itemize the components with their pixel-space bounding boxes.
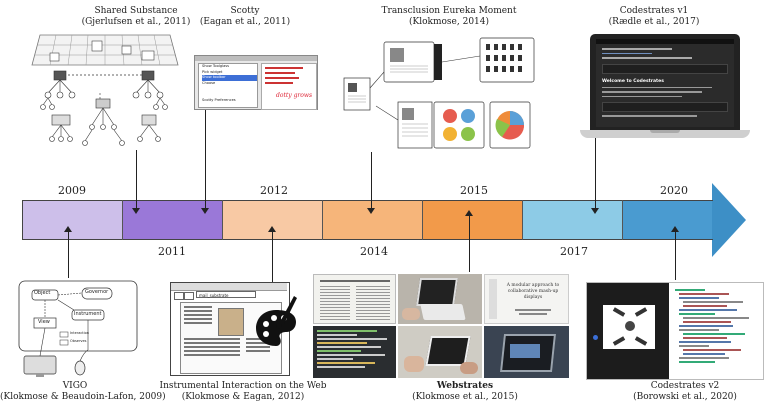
year-label-2012: 2012 bbox=[260, 184, 288, 197]
shared-substance-illustration bbox=[31, 34, 179, 146]
transclusion-illustration bbox=[343, 37, 535, 149]
caption-citation: (Rædle et al., 2017) bbox=[608, 17, 700, 27]
caption-title: Webstrates bbox=[436, 381, 494, 391]
codestrates-v1-screen: Welcome to Codestrates bbox=[596, 39, 734, 127]
scotty-menu-item: Show Toolglass bbox=[202, 64, 230, 68]
scotty-screenshot: Show Toolglass Pick widget Show toolbar … bbox=[194, 55, 318, 110]
caption-codestrates-v2: Codestrates v2 (Borowski et al., 2020) bbox=[610, 381, 760, 403]
vigo-diagram: Object Governor Instrument View Interact… bbox=[18, 280, 138, 380]
vigo-object-label: Object bbox=[34, 290, 51, 296]
year-label-2009: 2009 bbox=[58, 184, 86, 197]
vigo-observes-label: Observes bbox=[70, 339, 87, 343]
caption-title: Codestrates v2 bbox=[650, 381, 720, 391]
caption-webstrates: Webstrates (Klokmose et al., 2015) bbox=[390, 381, 540, 403]
vigo-governor-label: Governor bbox=[85, 289, 109, 295]
webstrates-photo-desk bbox=[398, 326, 482, 378]
palette-icon bbox=[256, 296, 297, 346]
caption-citation: (Klokmose & Eagan, 2012) bbox=[181, 392, 305, 402]
scotty-menu-item: Pick widget bbox=[202, 69, 223, 74]
caption-citation: (Klokmose & Beaudoin-Lafon, 2009) bbox=[0, 392, 166, 402]
year-label-2011: 2011 bbox=[158, 245, 186, 258]
webstrates-photo-terminal bbox=[313, 326, 396, 378]
timeline-segment-2020 bbox=[622, 200, 713, 240]
caption-vigo: VIGO (Klokmose & Beaudoin-Lafon, 2009) bbox=[0, 381, 166, 403]
webstrates-photo-slide: A modular approach to collaborative mash… bbox=[484, 274, 569, 324]
year-label-2020: 2020 bbox=[660, 184, 688, 197]
timeline-arrowhead bbox=[712, 183, 746, 257]
caption-title: Shared Substance bbox=[94, 6, 178, 16]
timeline-segment-2011 bbox=[122, 200, 222, 240]
caption-scotty: Scotty (Eagan et al., 2011) bbox=[190, 6, 300, 28]
codestrates-v1-welcome: Welcome to Codestrates bbox=[602, 78, 664, 84]
caption-title: Transclusion Eureka Moment bbox=[381, 6, 517, 16]
timeline-segment-2009 bbox=[22, 200, 122, 240]
caption-title: VIGO bbox=[62, 381, 88, 391]
year-label-2014: 2014 bbox=[360, 245, 388, 258]
webstrates-slide-title: A modular approach to collaborative mash… bbox=[506, 283, 560, 300]
webstrates-photo-tablet bbox=[398, 274, 482, 324]
caption-citation: (Klokmose, 2014) bbox=[408, 17, 490, 27]
caption-title: Codestrates v1 bbox=[619, 6, 689, 16]
scotty-menu-item: Choose bbox=[202, 80, 216, 85]
vigo-instrument-label: Instrument bbox=[74, 311, 102, 317]
instrumental-url-field: mail_substrate bbox=[196, 291, 256, 298]
year-label-2015: 2015 bbox=[460, 184, 488, 197]
vigo-view-label: View bbox=[38, 319, 50, 325]
timeline-segment-2015 bbox=[422, 200, 522, 240]
caption-title: Instrumental Interaction on the Web bbox=[159, 381, 327, 391]
caption-title: Scotty bbox=[230, 6, 260, 16]
webstrates-photo-doc bbox=[313, 274, 396, 324]
scotty-menu-item: Show toolbar bbox=[202, 75, 257, 81]
codestrates-v2-canvas bbox=[603, 305, 655, 349]
webstrates-photo-screen bbox=[484, 326, 569, 378]
caption-instrumental: Instrumental Interaction on the Web (Klo… bbox=[150, 381, 336, 403]
scotty-menu-item: Scotty Preferences bbox=[202, 98, 236, 102]
caption-citation: (Gjerlufsen et al., 2011) bbox=[81, 17, 191, 27]
caption-citation: (Eagan et al., 2011) bbox=[199, 17, 291, 27]
codestrates-v1-laptop: Welcome to Codestrates bbox=[580, 34, 750, 142]
year-label-2017: 2017 bbox=[560, 245, 588, 258]
timeline-segment-2014 bbox=[322, 200, 422, 240]
webstrates-collage: A modular approach to collaborative mash… bbox=[313, 274, 569, 378]
vigo-interaction-label: Interaction bbox=[70, 331, 89, 335]
scotty-menu: Show Toolglass Pick widget Show toolbar … bbox=[198, 63, 258, 108]
timeline-segment-2017 bbox=[522, 200, 622, 240]
caption-citation: (Klokmose et al., 2015) bbox=[412, 392, 518, 402]
codestrates-v2-screenshot bbox=[586, 282, 764, 380]
scotty-handwriting: dotty grows bbox=[276, 92, 313, 99]
caption-codestrates-v1: Codestrates v1 (Rædle et al., 2017) bbox=[594, 6, 714, 28]
caption-citation: (Borowski et al., 2020) bbox=[633, 392, 737, 402]
caption-transclusion: Transclusion Eureka Moment (Klokmose, 20… bbox=[372, 6, 526, 28]
caption-shared-substance: Shared Substance (Gjerlufsen et al., 201… bbox=[58, 6, 214, 28]
